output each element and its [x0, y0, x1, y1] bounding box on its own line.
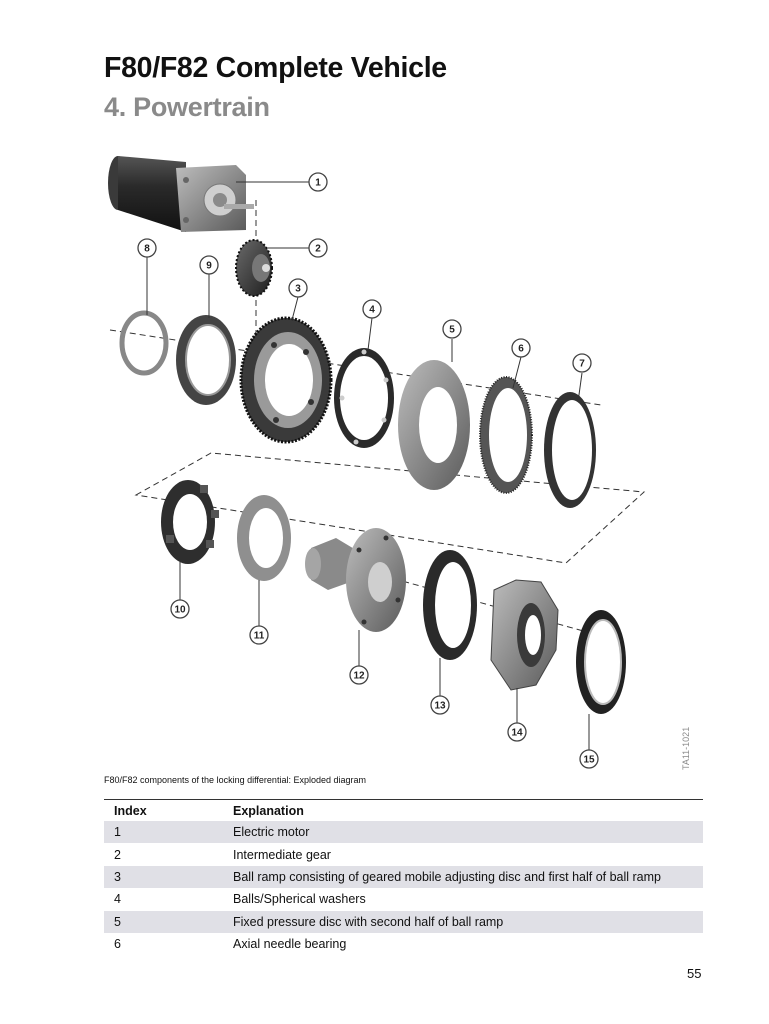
index-cell: 3	[114, 869, 121, 884]
clutch-friction-disc-part	[423, 550, 477, 660]
figure-caption: F80/F82 components of the locking differ…	[104, 775, 366, 785]
callout-1: 1	[315, 178, 321, 189]
callout-8: 8	[144, 244, 150, 255]
callout-14: 14	[511, 728, 523, 739]
thrust-washer-part	[544, 392, 596, 508]
table-row: 6 Axial needle bearing	[104, 933, 703, 955]
index-column-header: Index	[114, 803, 147, 818]
callout-3: 3	[295, 284, 301, 295]
sealing-ring-part	[576, 610, 626, 714]
circlip-ring-part	[119, 310, 169, 376]
callout-6: 6	[518, 344, 524, 355]
callout-9: 9	[206, 261, 212, 272]
spherical-washers-part	[334, 348, 394, 448]
callout-numbers: 1 2 8 9 3 4 5 6 7 10 11 12 13 14 15	[144, 178, 595, 766]
page-number: 55	[687, 966, 702, 981]
callout-7: 7	[579, 359, 585, 370]
index-cell: 2	[114, 847, 121, 862]
electric-motor-part	[108, 156, 254, 232]
callout-4: 4	[369, 305, 375, 316]
callout-5: 5	[449, 325, 455, 336]
intermediate-gear-part	[235, 239, 273, 297]
ball-bearing-part	[176, 315, 236, 405]
explanation-cell: Electric motor	[233, 825, 310, 840]
page-title: F80/F82 Complete Vehicle	[104, 52, 447, 84]
clutch-disc-carrier-part	[161, 480, 219, 564]
table-row: 1 Electric motor	[104, 821, 703, 844]
section-title: 4. Powertrain	[104, 92, 270, 122]
pressure-plate-part	[237, 495, 291, 581]
exploded-diagram: 1 2 8 9 3 4 5 6 7 10 11 12 13 14 15 TA11…	[108, 156, 691, 770]
fixed-pressure-disc-part	[398, 360, 470, 490]
callout-badges	[137, 172, 599, 769]
table-row: 5 Fixed pressure disc with second half o…	[104, 910, 703, 933]
table-row: 3 Ball ramp consisting of geared mobile …	[104, 865, 703, 889]
index-cell: 1	[114, 825, 121, 840]
index-cell: 6	[114, 937, 121, 952]
outer-clutch-basket-part	[490, 579, 559, 691]
differential-housing-part	[305, 528, 406, 632]
callout-12: 12	[353, 671, 365, 682]
adjusting-disc-gear-part	[239, 316, 333, 444]
callout-13: 13	[434, 701, 446, 712]
index-cell: 5	[114, 914, 121, 929]
callout-15: 15	[583, 755, 595, 766]
table-row: 2 Intermediate gear	[104, 843, 703, 865]
legend-table: Index Explanation 1 Electric motor 2 Int…	[104, 799, 703, 955]
callout-10: 10	[174, 605, 186, 616]
table-row: 4 Balls/Spherical washers	[104, 888, 703, 910]
explanation-cell: Ball ramp consisting of geared mobile ad…	[233, 869, 661, 884]
table-header-row: Index Explanation	[104, 800, 703, 821]
index-cell: 4	[114, 892, 121, 907]
axial-needle-bearing-part	[479, 376, 533, 494]
figure-code: TA11-1021	[681, 727, 691, 770]
callout-2: 2	[315, 244, 321, 255]
explanation-column-header: Explanation	[233, 803, 304, 818]
explanation-cell: Axial needle bearing	[233, 937, 347, 952]
explanation-cell: Intermediate gear	[233, 847, 331, 862]
callout-11: 11	[254, 631, 265, 642]
explanation-cell: Balls/Spherical washers	[233, 892, 366, 907]
callout-leaders	[146, 181, 590, 750]
explanation-cell: Fixed pressure disc with second half of …	[233, 914, 504, 929]
